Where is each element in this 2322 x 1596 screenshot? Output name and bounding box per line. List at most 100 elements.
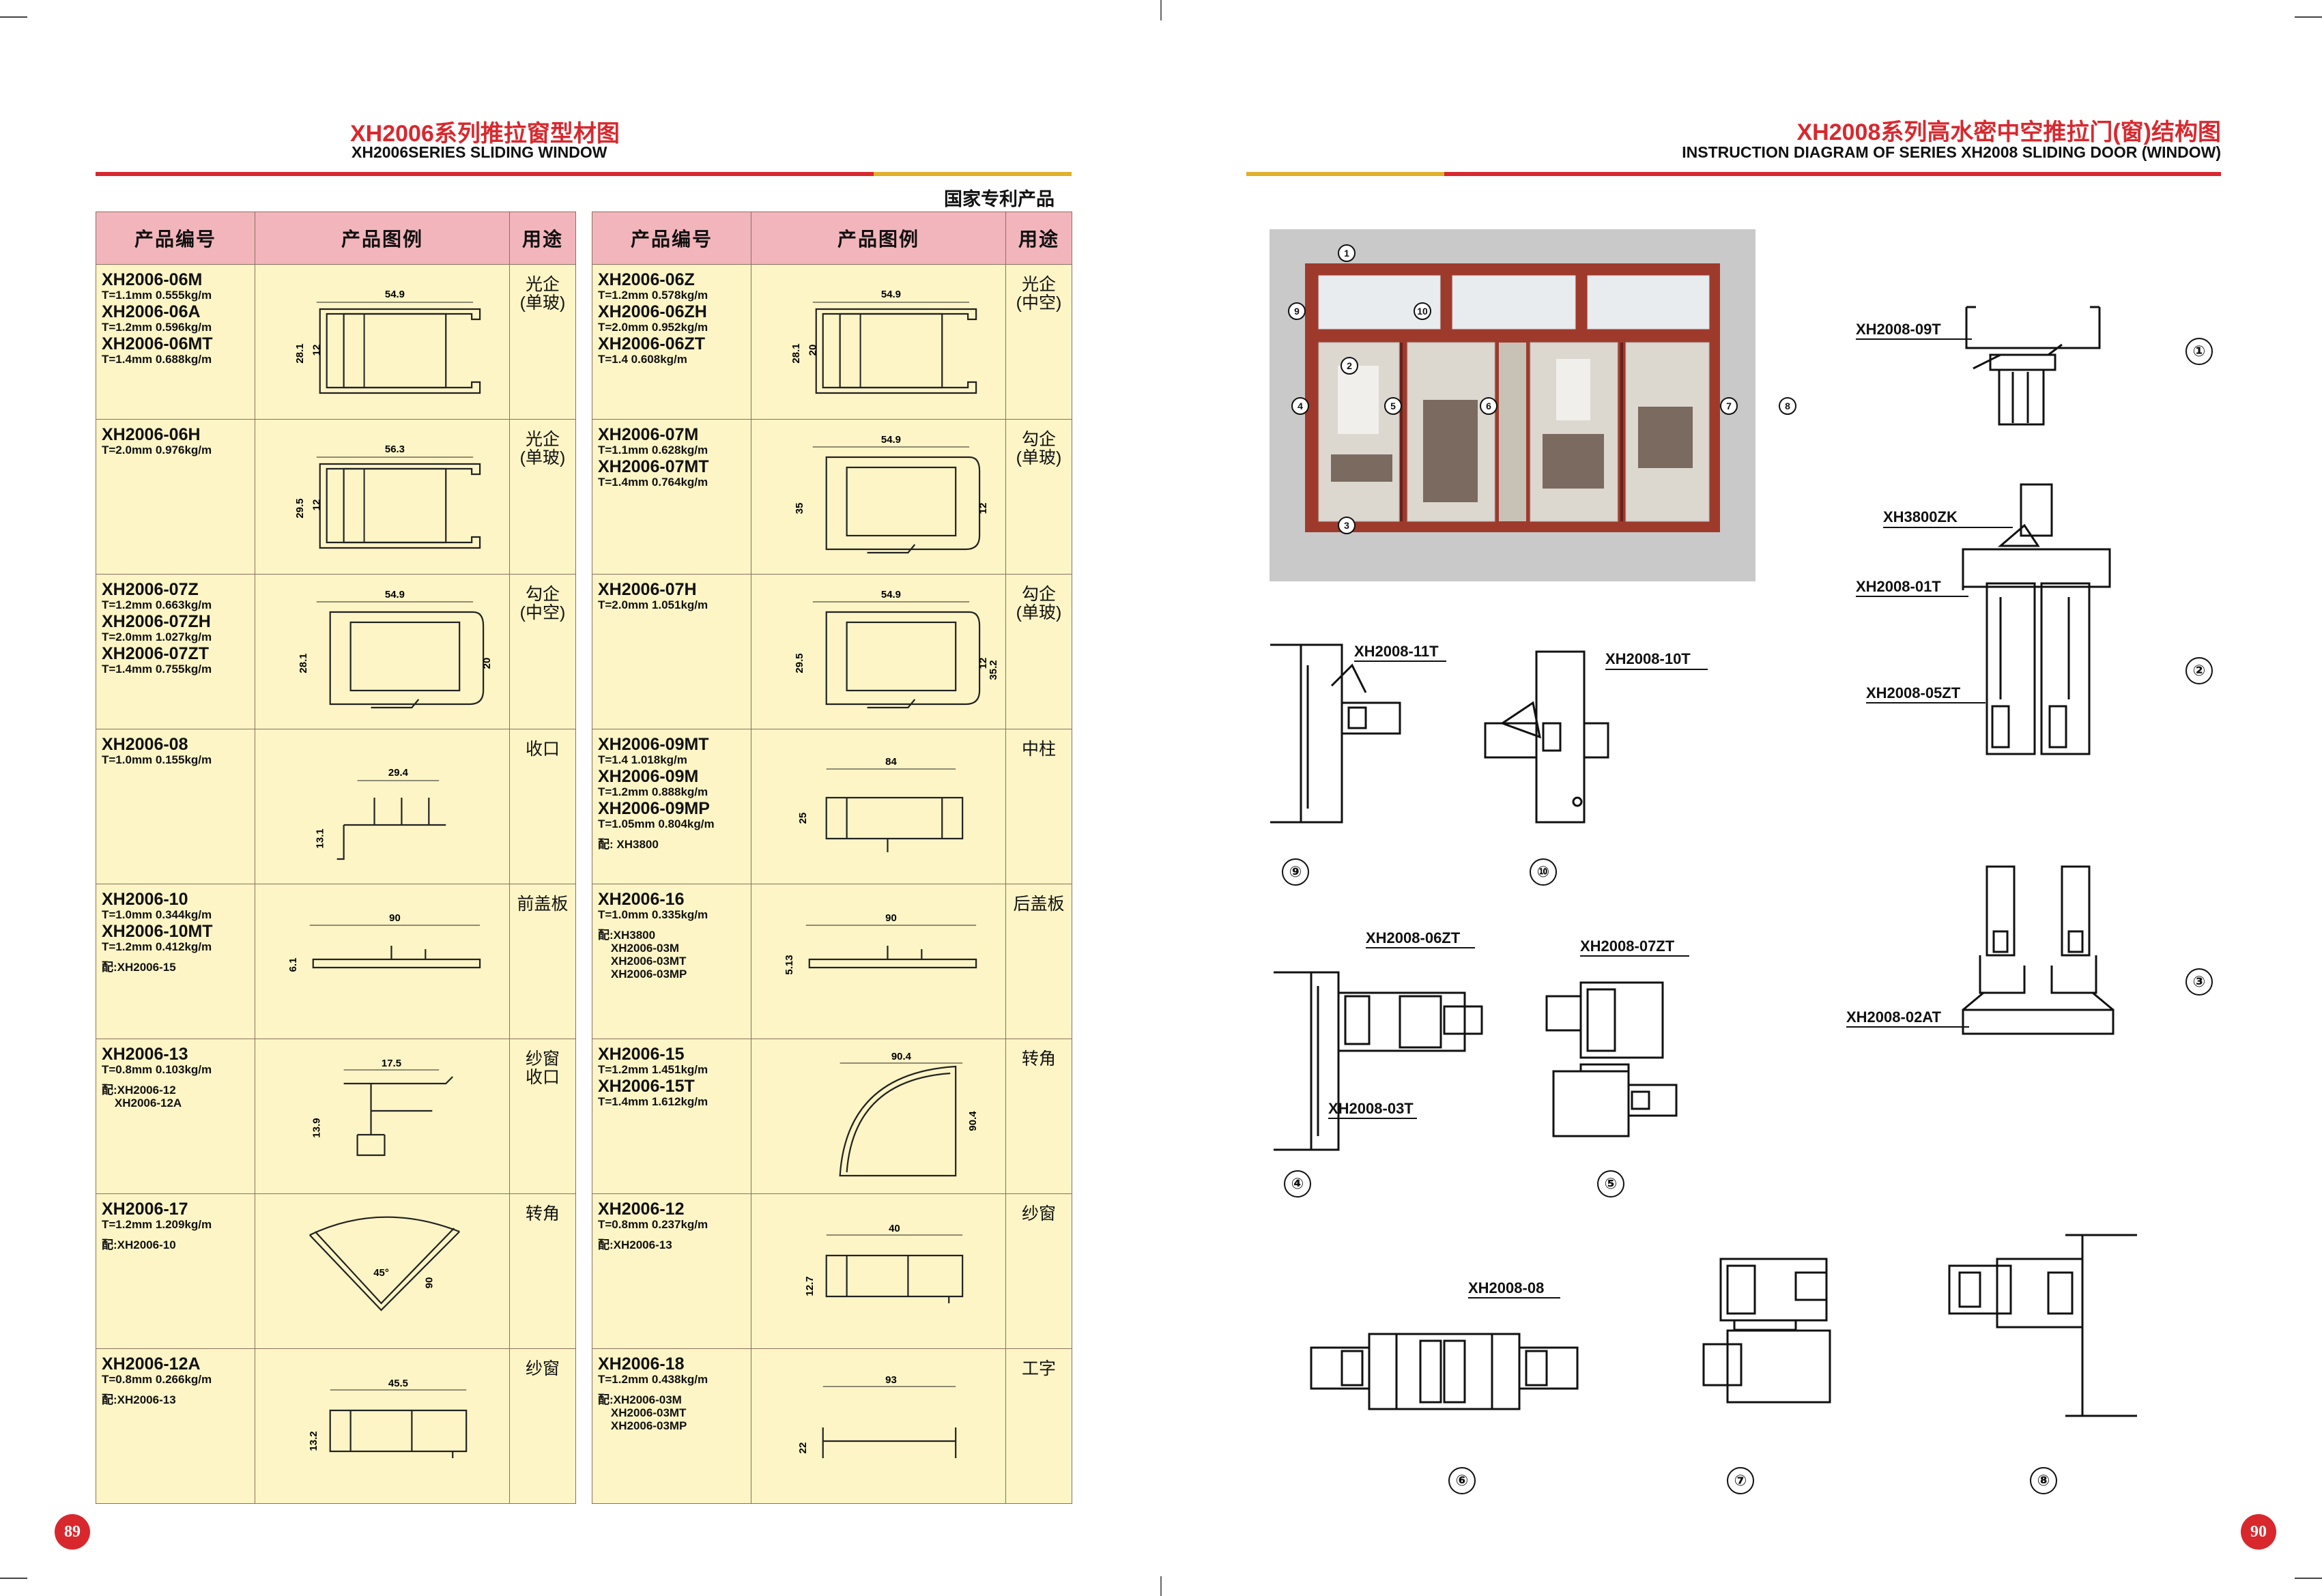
label-xh2008-01t: XH2008-01T bbox=[1856, 578, 1941, 595]
use-cell: 光企 (单玻) bbox=[509, 264, 576, 420]
product-use: 纱窗 bbox=[525, 1359, 560, 1378]
product-use: 光企 (单玻) bbox=[519, 275, 566, 313]
dimension-label: 12 bbox=[977, 658, 989, 669]
product-code: XH2006-15T bbox=[598, 1077, 695, 1096]
product-spec: T=1.1mm 0.628kg/m bbox=[598, 444, 708, 456]
detail-4-drawing bbox=[1274, 971, 1483, 1151]
crop-mark bbox=[0, 16, 27, 18]
photo-marker-9: 9 bbox=[1288, 302, 1306, 320]
label-xh2008-08: XH2008-08 bbox=[1468, 1279, 1545, 1296]
product-spec: T=1.2mm 0.412kg/m bbox=[102, 940, 212, 953]
col-header-drawing: 产品图例 bbox=[255, 212, 510, 265]
dimension-label: 29.5 bbox=[294, 498, 306, 518]
product-use: 前盖板 bbox=[517, 895, 569, 914]
product-spec: T=1.4mm 1.612kg/m bbox=[598, 1095, 708, 1108]
product-note: 配: XH3800 bbox=[598, 838, 659, 851]
dimension-label: 13.1 bbox=[315, 828, 326, 848]
product-use: 勾企 (中空) bbox=[519, 585, 566, 622]
product-spec: T=1.1mm 0.555kg/m bbox=[102, 289, 212, 302]
detail-number-7: ⑦ bbox=[1727, 1467, 1754, 1494]
product-note: 配:XH3800 XH2006-03M XH2006-03MT XH2006-0… bbox=[598, 929, 687, 981]
label-xh2008-05zt: XH2008-05ZT bbox=[1866, 684, 1961, 701]
product-spec: T=1.2mm 1.209kg/m bbox=[102, 1218, 212, 1231]
product-use: 工字 bbox=[1021, 1359, 1056, 1378]
detail-5-drawing bbox=[1545, 981, 1678, 1137]
dimension-label: 45° bbox=[373, 1267, 389, 1279]
dimension-label: 84 bbox=[885, 756, 897, 768]
page-number-right: 90 bbox=[2241, 1514, 2276, 1550]
detail-number-9: ⑨ bbox=[1282, 858, 1309, 886]
detail-8-drawing bbox=[1948, 1234, 2137, 1417]
photo-marker-5: 5 bbox=[1384, 397, 1402, 415]
label-xh2008-02at: XH2008-02AT bbox=[1846, 1009, 1941, 1026]
detail-1-drawing bbox=[1965, 306, 2101, 426]
dimension-label: 90 bbox=[423, 1277, 435, 1289]
detail-6-drawing bbox=[1310, 1333, 1579, 1410]
detail-number-4: ④ bbox=[1284, 1170, 1311, 1198]
label-xh2008-10t: XH2008-10T bbox=[1605, 650, 1691, 667]
product-use: 光企 (中空) bbox=[1016, 275, 1062, 313]
page-number-left: 89 bbox=[55, 1514, 90, 1550]
crop-mark bbox=[2295, 16, 2322, 18]
photo-marker-2: 2 bbox=[1341, 357, 1358, 375]
use-cell: 纱窗 收口 bbox=[509, 1039, 576, 1194]
detail-number-5: ⑤ bbox=[1597, 1170, 1624, 1198]
product-code: XH2006-13 bbox=[102, 1045, 188, 1064]
dimension-label: 20 bbox=[481, 658, 493, 669]
product-spec: T=1.2mm 0.438kg/m bbox=[598, 1373, 708, 1386]
dimension-label: 90 bbox=[885, 912, 897, 924]
dimension-label: 13.9 bbox=[311, 1118, 323, 1137]
product-code: XH2006-10 bbox=[102, 890, 188, 909]
detail-number-8: ⑧ bbox=[2030, 1467, 2057, 1494]
dimension-label: 28.1 bbox=[298, 653, 309, 673]
product-code: XH2006-09MP bbox=[598, 799, 710, 818]
label-xh2008-07zt: XH2008-07ZT bbox=[1580, 938, 1675, 955]
leader-line bbox=[1866, 702, 1986, 703]
product-use: 勾企 (单玻) bbox=[1016, 430, 1062, 467]
leader-line bbox=[1580, 955, 1689, 957]
profile-drawing: 84 25 bbox=[751, 729, 1006, 884]
right-title-cn: XH2008系列高水密中空推拉门(窗)结构图 bbox=[1796, 119, 2221, 145]
col-header-use: 用途 bbox=[1005, 212, 1072, 265]
right-rule-gold bbox=[1246, 172, 1444, 176]
product-code: XH2006-06ZT bbox=[598, 334, 706, 353]
product-code: XH2006-16 bbox=[598, 890, 685, 909]
product-code: XH2006-10MT bbox=[102, 922, 213, 941]
dimension-label: 25 bbox=[797, 813, 809, 824]
product-spec: T=1.4mm 0.755kg/m bbox=[102, 663, 212, 676]
detail-9-drawing bbox=[1270, 643, 1401, 824]
product-note: 配:XH2006-13 bbox=[102, 1393, 176, 1406]
product-note: 配:XH2006-12 XH2006-12A bbox=[102, 1084, 182, 1109]
detail-number-2: ② bbox=[2185, 657, 2213, 684]
product-spec: T=2.0mm 1.051kg/m bbox=[598, 598, 708, 611]
crop-mark bbox=[2295, 1578, 2322, 1579]
dimension-label: 22 bbox=[797, 1442, 809, 1454]
use-cell: 工字 bbox=[1005, 1348, 1072, 1504]
crop-mark bbox=[0, 1578, 27, 1579]
leader-line bbox=[1846, 1026, 1969, 1028]
label-xh2008-06zt: XH2008-06ZT bbox=[1366, 929, 1461, 946]
left-rule bbox=[96, 172, 874, 176]
product-spec: T=1.4mm 0.764kg/m bbox=[598, 476, 708, 489]
product-code: XH2006-07MT bbox=[598, 457, 709, 476]
label-xh3800zk: XH3800ZK bbox=[1883, 508, 1958, 525]
left-title-cn: XH2006系列推拉窗型材图 bbox=[350, 121, 620, 147]
dimension-label: 13.2 bbox=[308, 1431, 319, 1451]
photo-marker-4: 4 bbox=[1291, 397, 1309, 415]
